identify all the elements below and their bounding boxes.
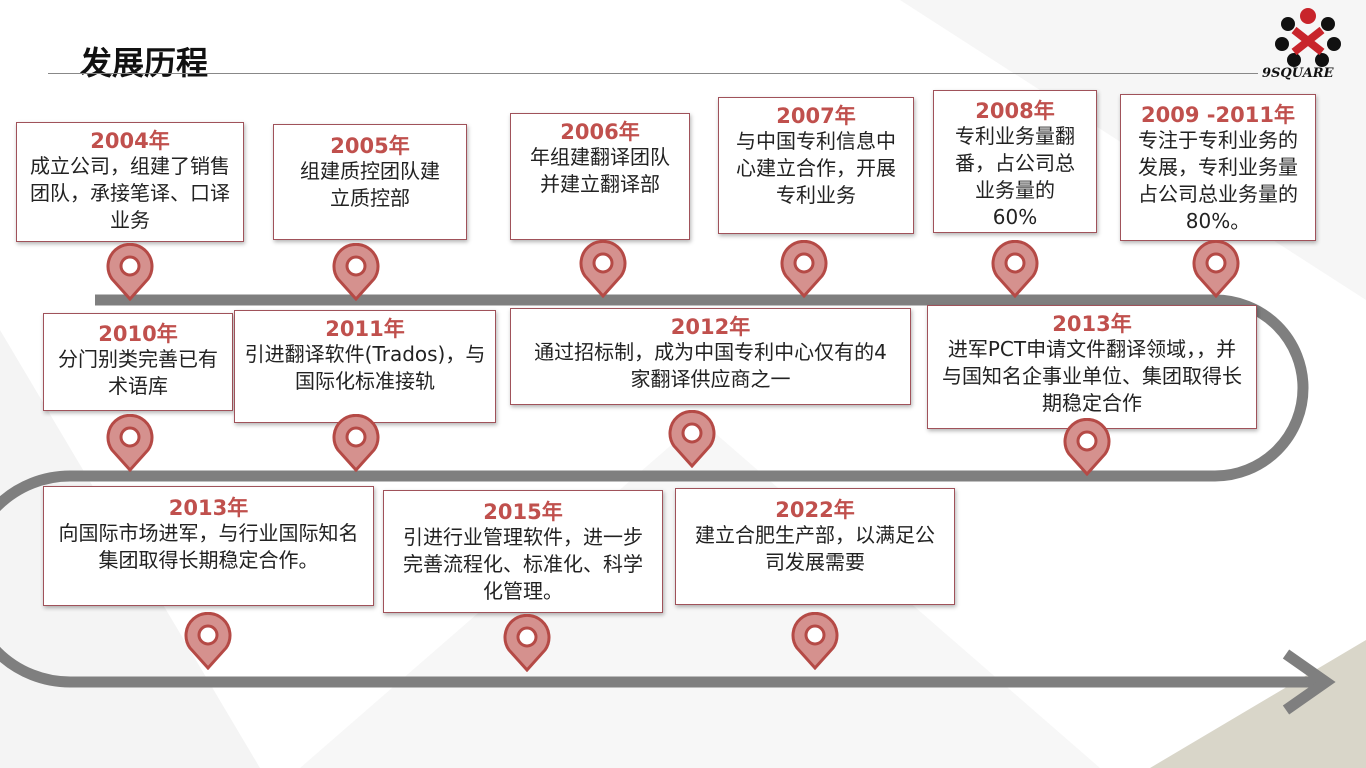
location-pin-icon [184,612,232,670]
milestone-card: 2006年 年组建翻译团队并建立翻译部 [510,113,690,240]
title-divider [48,73,1258,74]
milestone-card: 2013年 进军PCT申请文件翻译领域，，并与国知名企事业单位、集团取得长期稳定… [927,305,1257,429]
milestone-text: 通过招标制，成为中国专利中心仅有的4家翻译供应商之一 [534,340,887,391]
milestone-text: 专利业务量翻番，占公司总业务量的60% [955,124,1075,229]
milestone-year: 2005年 [330,134,410,158]
milestone-text: 引进行业管理软件，进一步完善流程化、标准化、科学化管理。 [403,525,643,603]
location-pin-icon [991,240,1039,298]
milestone-text: 分门别类完善已有术语库 [58,347,218,398]
milestone-card: 2022年 建立合肥生产部，以满足公司发展需要 [675,488,955,605]
location-pin-icon [503,614,551,672]
milestone-year: 2015年 [483,500,563,524]
location-pin-icon [106,243,154,301]
milestone-year: 2009 -2011年 [1141,103,1295,127]
9square-logo-icon [1275,8,1341,67]
milestone-year: 2022年 [775,498,855,522]
milestone-text: 引进翻译软件(Trados)，与国际化标准接轨 [244,342,486,393]
location-pin-icon [1063,418,1111,476]
location-pin-icon [780,240,828,298]
milestone-text: 进军PCT申请文件翻译领域，，并与国知名企事业单位、集团取得长期稳定合作 [942,337,1242,415]
milestone-card: 2005年 组建质控团队建立质控部 [273,124,467,240]
milestone-year: 2006年 [560,120,640,144]
page-title: 发展历程 [80,44,209,82]
milestone-card: 2013年 向国际市场进军，与行业国际知名集团取得长期稳定合作。 [43,486,374,606]
milestone-text: 专注于专利业务的发展，专利业务量占公司总业务量的80%。 [1138,128,1298,233]
milestone-year: 2013年 [1052,312,1132,336]
milestone-year: 2010年 [98,322,178,346]
milestone-card: 2010年 分门别类完善已有术语库 [43,313,233,411]
milestone-card: 2015年 引进行业管理软件，进一步完善流程化、标准化、科学化管理。 [383,490,663,613]
milestone-year: 2011年 [325,317,405,341]
milestone-card: 2011年 引进翻译软件(Trados)，与国际化标准接轨 [234,310,496,423]
milestone-text: 与中国专利信息中心建立合作，开展专利业务 [736,129,896,207]
milestone-year: 2004年 [90,129,170,153]
milestone-text: 年组建翻译团队并建立翻译部 [530,145,670,196]
milestone-text: 建立合肥生产部，以满足公司发展需要 [695,523,935,574]
location-pin-icon [332,414,380,472]
location-pin-icon [332,243,380,301]
milestone-year: 2007年 [776,104,856,128]
milestone-year: 2008年 [975,99,1055,123]
location-pin-icon [106,414,154,472]
milestone-year: 2012年 [670,315,751,339]
location-pin-icon [579,240,627,298]
milestone-card: 2009 -2011年 专注于专利业务的发展，专利业务量占公司总业务量的80%。 [1120,94,1316,241]
milestone-year: 2013年 [168,496,249,520]
milestone-card: 2008年 专利业务量翻番，占公司总业务量的60% [933,90,1097,233]
milestone-card: 2012年 通过招标制，成为中国专利中心仅有的4家翻译供应商之一 [510,308,911,405]
milestone-text: 组建质控团队建立质控部 [300,159,440,210]
milestone-text: 向国际市场进军，与行业国际知名集团取得长期稳定合作。 [58,521,359,572]
location-pin-icon [668,410,716,468]
location-pin-icon [791,612,839,670]
location-pin-icon [1192,240,1240,298]
milestone-card: 2004年 成立公司，组建了销售团队，承接笔译、口译业务 [16,122,244,242]
logo-text: 9SQUARE [1262,66,1334,81]
milestone-card: 2007年 与中国专利信息中心建立合作，开展专利业务 [718,97,914,234]
milestone-text: 成立公司，组建了销售团队，承接笔译、口译业务 [30,154,230,232]
